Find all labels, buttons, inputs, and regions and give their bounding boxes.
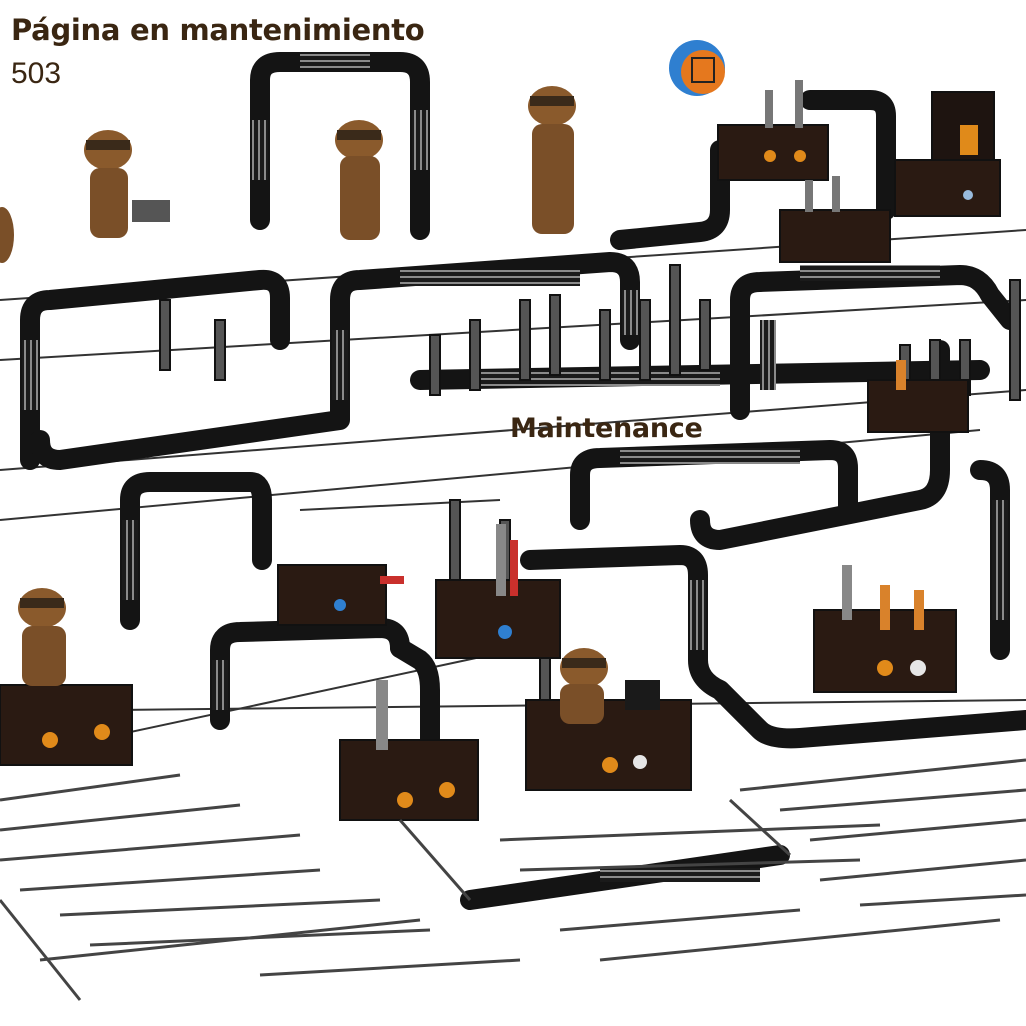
- page-title: Página en mantenimiento: [11, 13, 425, 47]
- console-right-bottom: [813, 565, 957, 693]
- schematic-lines: [0, 758, 1026, 1001]
- console-box-right: [894, 91, 1001, 217]
- console-center: [435, 524, 561, 659]
- console-center-right: [867, 360, 969, 433]
- technician-4: [18, 588, 66, 686]
- console-bottom-right: [525, 680, 692, 791]
- console-left-middle: [277, 564, 404, 626]
- console-mid-right: [779, 176, 891, 263]
- status-code: 503: [11, 57, 62, 90]
- console-left-bottom: [0, 684, 133, 766]
- technician-5: [560, 648, 608, 724]
- technician-1: [84, 130, 170, 238]
- valve-gauge-icon: [669, 40, 725, 96]
- technician-edge: [0, 207, 14, 263]
- control-consoles: [0, 80, 1001, 821]
- console-bottom-center: [339, 680, 479, 821]
- maintenance-label: Maintenance: [510, 413, 703, 444]
- furry-technicians: [0, 86, 608, 724]
- technician-2: [335, 120, 383, 240]
- console-top-right: [717, 80, 829, 181]
- pipe-ribs: [22, 52, 1008, 882]
- technician-3: [528, 86, 576, 234]
